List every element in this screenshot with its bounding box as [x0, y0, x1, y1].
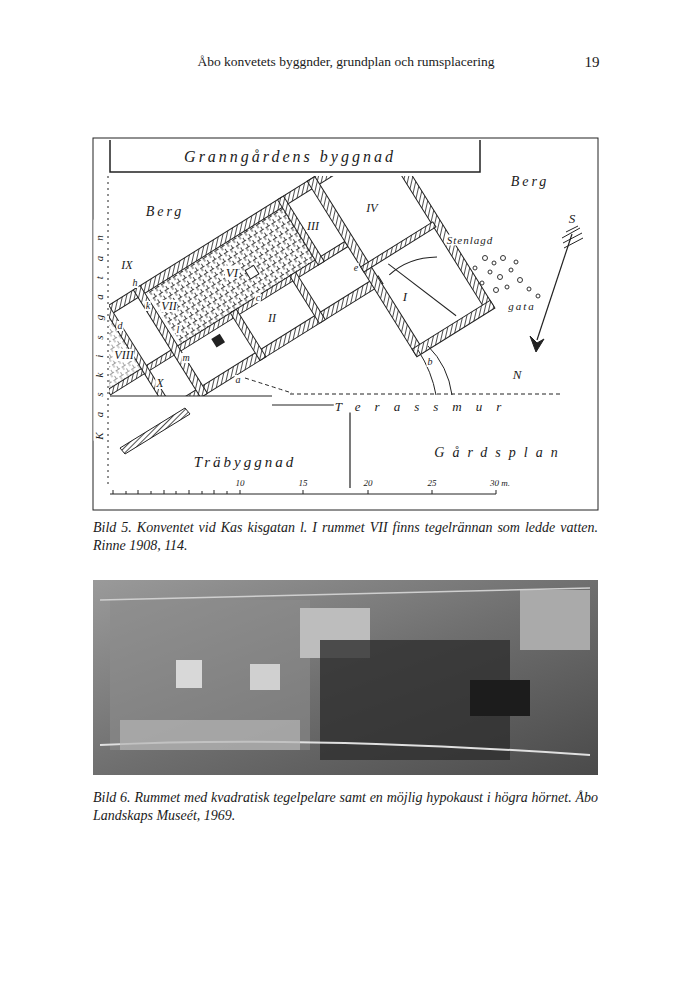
excavation-photo	[93, 580, 598, 775]
area-label: Berg	[510, 175, 551, 189]
convent-plan	[109, 176, 495, 396]
area-label: Berg	[145, 205, 186, 219]
room-number: X	[155, 377, 164, 389]
room-number: IX	[120, 259, 133, 271]
scale-number: 20	[363, 479, 374, 488]
figure-caption: Bild 5. Konventet vid Kas kisgatan l. I …	[93, 519, 598, 555]
point-letter: m	[181, 353, 190, 363]
area-label: Träbyggnad	[193, 455, 298, 470]
room-number: II	[267, 312, 277, 324]
area-label: Granngårdens byggnad	[183, 149, 397, 165]
point-letter: b	[427, 357, 434, 367]
point-letter: k	[145, 301, 151, 311]
room-number: III	[306, 220, 320, 232]
area-label: Gårdsplan	[433, 446, 566, 460]
area-label: Terassmur	[334, 400, 516, 413]
page-number: 19	[585, 55, 600, 70]
cobbles	[473, 256, 540, 299]
street-label: Kaskisgatan	[94, 219, 105, 440]
point-letter: c	[255, 293, 261, 303]
point-letter: e	[353, 263, 359, 273]
arc-line	[428, 346, 452, 395]
point-letter: l	[176, 325, 181, 335]
compass-letter: N	[512, 368, 523, 381]
wood-building-outline	[110, 396, 350, 488]
point-letter: h	[132, 278, 139, 288]
room-number: IV	[365, 202, 378, 214]
arc-line	[418, 350, 436, 395]
room-number: VII	[160, 300, 177, 312]
room-number: VI	[225, 266, 239, 279]
street-line	[108, 176, 109, 488]
area-label: gata	[507, 301, 537, 312]
room-number: I	[402, 290, 408, 303]
wall-fragment	[120, 408, 190, 454]
scale-number: 15	[298, 479, 309, 488]
room-number: VIII	[113, 349, 134, 361]
dashed-line	[245, 378, 292, 393]
figure-caption: Bild 6. Rummet med kvadratisk tegelpelar…	[93, 789, 598, 825]
neighbour-outline	[110, 140, 480, 172]
scale-bar	[110, 490, 496, 494]
point-letter: a	[235, 375, 242, 385]
point-letter: d	[117, 321, 124, 331]
scale-number: 30 m.	[489, 479, 511, 488]
area-label: Stenlagd	[446, 235, 495, 246]
figure-frame	[93, 138, 598, 510]
north-arrow	[530, 226, 583, 352]
compass-letter: S	[568, 212, 577, 225]
terrace-wall-line	[290, 394, 560, 395]
scale-number: 10	[235, 479, 246, 488]
scale-number: 25	[427, 479, 438, 488]
